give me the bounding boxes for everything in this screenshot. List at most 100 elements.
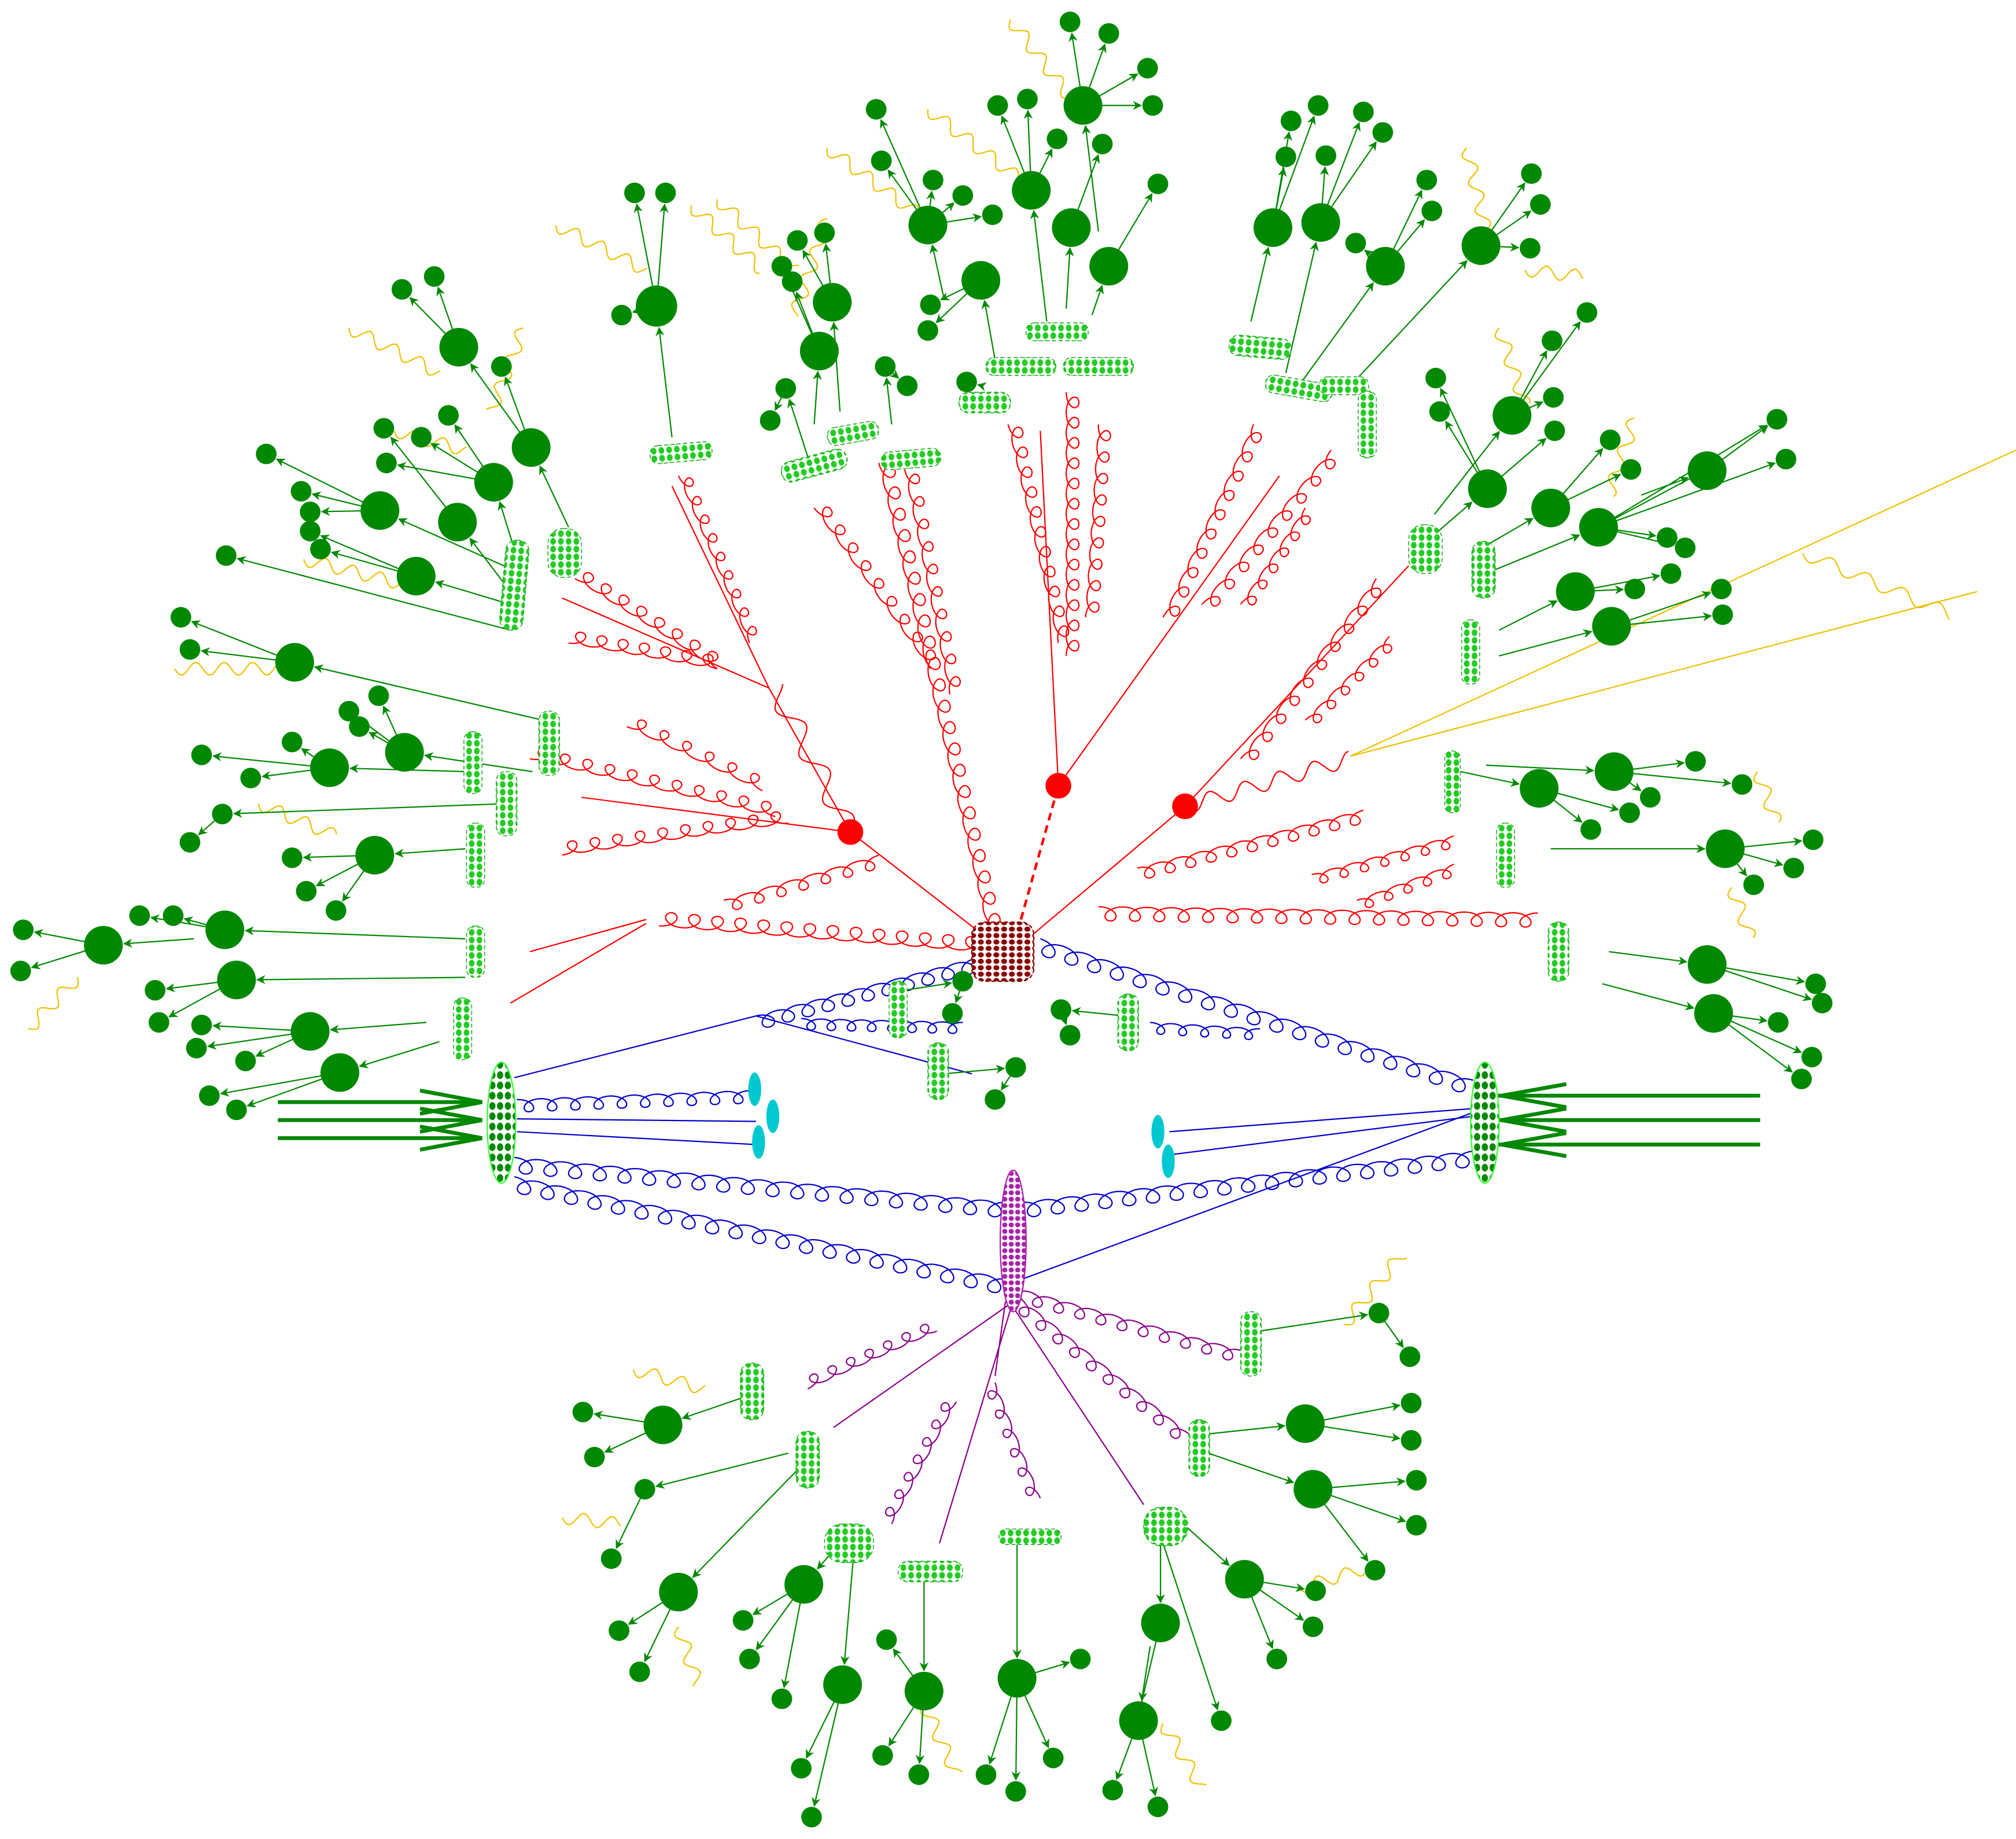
hadron-decay-arrow <box>397 518 504 567</box>
hadronization-cluster <box>1188 1419 1210 1477</box>
photon <box>1160 1723 1207 1786</box>
hadron <box>191 1015 212 1035</box>
hadron <box>865 99 887 120</box>
hadron <box>212 804 233 824</box>
cluster-body <box>1025 322 1089 341</box>
hadron <box>871 150 892 171</box>
cluster-body <box>1496 822 1515 888</box>
hadron <box>226 1099 247 1121</box>
hadron-decay-arrow <box>813 370 822 425</box>
photon <box>632 1368 706 1394</box>
initial-state-gluon <box>1040 938 1474 1093</box>
hadron <box>1468 469 1507 508</box>
hadron <box>1521 163 1542 184</box>
gluon <box>884 1401 957 1524</box>
hadron-decay-arrow <box>233 803 504 818</box>
hadronization-cluster <box>880 448 942 471</box>
gluon <box>1008 1285 1241 1361</box>
hadron <box>636 285 677 327</box>
hadronization-cluster <box>827 421 879 446</box>
cluster-body <box>453 997 473 1060</box>
hadron <box>814 222 835 244</box>
hadron <box>1580 819 1601 840</box>
hadron <box>511 428 551 467</box>
hadron <box>474 463 513 502</box>
hadron <box>1063 86 1103 125</box>
hadron-decay-arrow <box>1208 1453 1295 1484</box>
hadronization-cluster <box>466 822 485 888</box>
hadron <box>875 356 896 377</box>
incoming-proton-right-arrowhead <box>1501 1107 1567 1134</box>
hadron-decay-arrow <box>655 1452 788 1489</box>
initial-state-gluon <box>1150 1022 1261 1041</box>
hadron <box>438 503 477 541</box>
hadron <box>1639 787 1661 808</box>
hadron-decay-arrow <box>236 556 511 631</box>
decay-vertex <box>1172 793 1198 820</box>
photon <box>1344 1257 1407 1326</box>
hadron <box>1461 226 1501 265</box>
hadron <box>217 960 256 1000</box>
gluon <box>568 631 718 670</box>
hadron <box>1253 208 1292 247</box>
hadron <box>624 182 645 204</box>
hadron <box>1705 829 1745 868</box>
parton-line <box>768 687 851 832</box>
gluon <box>1085 424 1111 618</box>
hadronization-cluster <box>1228 334 1292 360</box>
hadron-decay-arrow <box>470 363 524 438</box>
hadron <box>985 1089 1006 1110</box>
hadron-decay-arrow <box>1285 241 1319 373</box>
hadron <box>1365 1560 1385 1581</box>
hadron <box>391 279 412 300</box>
hadron <box>1012 171 1051 210</box>
incoming-proton-left-arrowhead <box>419 1088 482 1116</box>
photon <box>257 804 338 835</box>
hadron <box>1275 146 1296 167</box>
parton-line <box>529 919 647 953</box>
cluster-body <box>1240 1311 1262 1377</box>
decay-vertex <box>837 819 864 845</box>
hadron <box>987 95 1008 116</box>
hadron <box>1372 122 1394 143</box>
parton-line <box>994 1301 1007 1376</box>
hadron <box>1544 420 1565 441</box>
hadron <box>1592 607 1631 646</box>
hadron <box>1147 174 1169 194</box>
hadronization-cluster <box>927 1042 949 1100</box>
hadron <box>376 452 397 474</box>
cluster-body <box>1228 334 1292 360</box>
hadron <box>659 1572 698 1612</box>
hadronization-cluster <box>453 997 473 1060</box>
hadron <box>235 1051 256 1071</box>
cluster-body <box>927 1042 949 1100</box>
photon <box>555 224 648 273</box>
hadron <box>643 1405 683 1444</box>
hadron-decay-arrow <box>1598 425 1768 528</box>
hadron-decay-arrow <box>1298 282 1374 386</box>
hadron <box>942 1003 963 1024</box>
hadron <box>775 378 797 399</box>
hadron <box>1211 1710 1232 1731</box>
hadron <box>438 405 459 426</box>
hadron <box>1400 1430 1422 1451</box>
cluster-body <box>1117 993 1139 1052</box>
hadron <box>423 266 445 287</box>
cluster-body <box>1461 619 1480 685</box>
hadron <box>129 905 150 926</box>
hadronization-cluster <box>1319 376 1369 396</box>
photon <box>920 1704 963 1773</box>
parton-line <box>1169 1115 1473 1156</box>
hadron-decay-arrow <box>904 979 952 991</box>
hadron <box>904 1672 943 1711</box>
hadron <box>1119 1701 1158 1740</box>
hadron <box>1399 1346 1421 1368</box>
hadron <box>1791 1068 1812 1089</box>
hadron <box>1142 95 1163 116</box>
hadron <box>368 685 389 706</box>
hadron <box>1531 488 1571 528</box>
hadron <box>1803 829 1824 850</box>
hadron <box>300 521 321 541</box>
beam-remnant <box>752 1125 765 1159</box>
